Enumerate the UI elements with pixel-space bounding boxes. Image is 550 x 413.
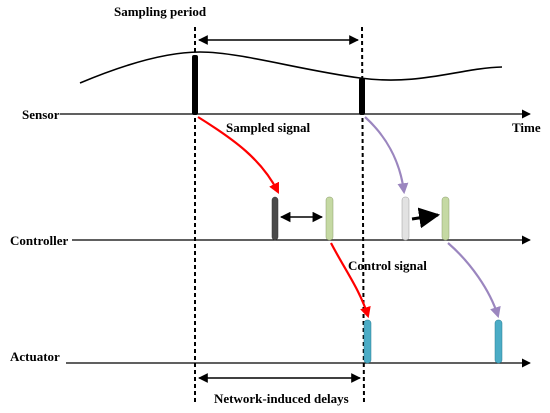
sampled-signal-arrow-red (197, 116, 279, 194)
sensor-sample-bar-1 (192, 55, 198, 115)
computation-delay-arrow-2 (411, 207, 441, 229)
actuator-bar-1 (363, 319, 372, 364)
control-signal-label: Control signal (348, 258, 427, 273)
control-signal-arrow-purple (447, 242, 501, 319)
controller-receive-bar-2 (401, 196, 410, 241)
controller-row-label: Controller (10, 233, 68, 248)
sampled-signal-label: Sampled signal (226, 120, 311, 135)
control-signal-arrow-red (330, 242, 371, 319)
sampling-period-label: Sampling period (114, 4, 207, 19)
sensor-sample-bar-2 (359, 78, 365, 115)
actuator-bar-2 (494, 319, 503, 364)
analog-signal-curve (79, 51, 503, 84)
controller-receive-bar-1 (271, 196, 279, 241)
sensor-row-label: Sensor (22, 107, 60, 122)
controller-output-bar-1 (325, 196, 334, 241)
sampled-signal-arrow-purple (364, 116, 409, 195)
network-delays-label: Network-induced delays (214, 391, 349, 406)
actuator-row-label: Actuator (10, 349, 60, 364)
controller-output-bar-2 (441, 196, 450, 241)
time-axis-label: Time (512, 120, 541, 135)
